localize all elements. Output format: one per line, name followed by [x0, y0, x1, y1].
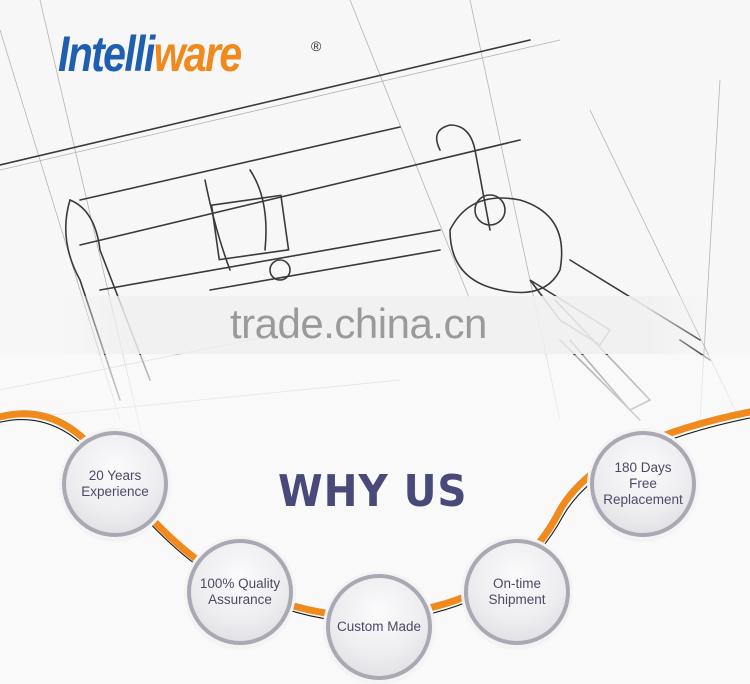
feature-label: 20 Years Experience [81, 468, 149, 499]
logo-text-blue: Intelli [58, 26, 155, 82]
logo-text-orange: ware [153, 26, 243, 82]
feature-badge-quality: 100% Quality Assurance [187, 539, 293, 645]
watermark-band [60, 296, 710, 354]
registered-mark: ® [311, 38, 322, 54]
feature-badge-experience: 20 Years Experience [62, 431, 168, 537]
feature-label: Custom Made [336, 619, 422, 634]
feature-label: On-time Shipment [488, 576, 546, 607]
watermark-text: trade.china.cn [230, 300, 487, 347]
feature-label: 100% Quality Assurance [199, 576, 281, 607]
section-title: WHY US [278, 466, 468, 517]
intelliware-logo[interactable]: Intelliware [58, 26, 243, 82]
feature-badge-replacement: 180 Days Free Replacement [590, 431, 696, 537]
feature-badge-custom-made: Custom Made [326, 574, 432, 680]
feature-badge-shipment: On-time Shipment [464, 539, 570, 645]
feature-label: 180 Days Free Replacement [603, 460, 683, 507]
